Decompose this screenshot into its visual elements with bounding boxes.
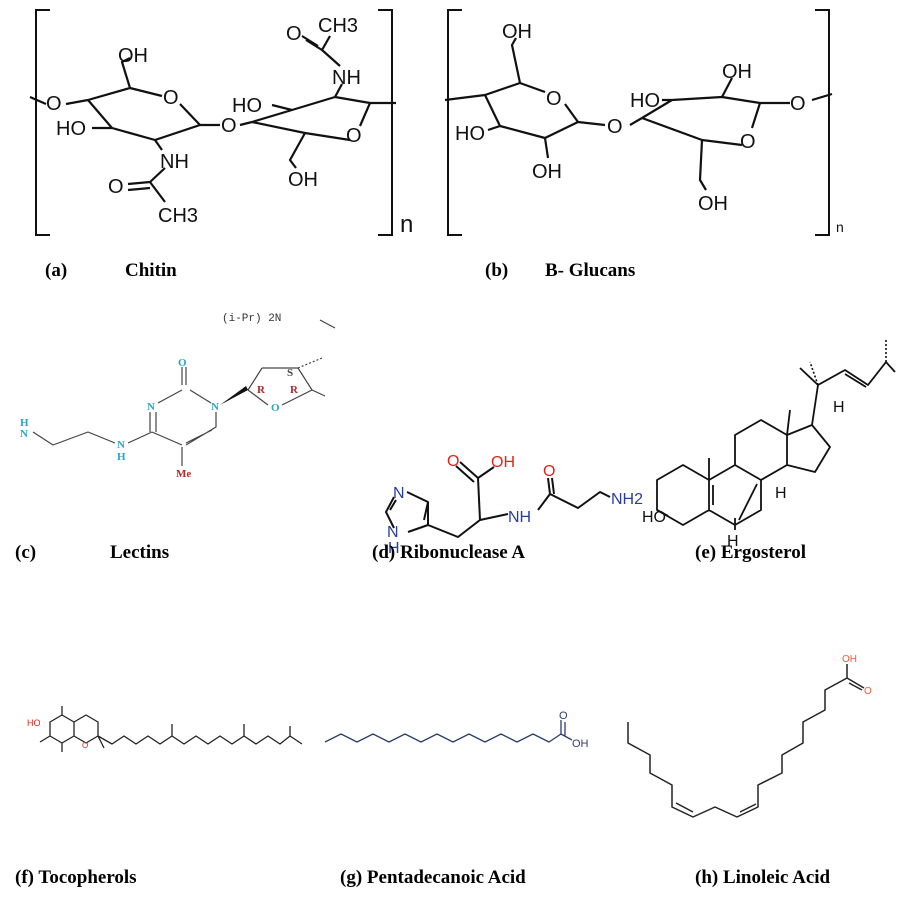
atom-label: OH: [491, 454, 515, 471]
atom-label: N: [20, 428, 28, 440]
atom-label: O: [607, 116, 623, 138]
atom-label: H: [833, 399, 845, 416]
atom-label: O: [559, 710, 568, 722]
atom-label: OH: [288, 169, 318, 191]
repeat-subscript: n: [400, 211, 413, 238]
wedge-bond: [220, 386, 248, 405]
atom-label: OH: [118, 45, 148, 67]
atom-label: OH: [502, 21, 532, 43]
atom-label: OH: [572, 738, 589, 750]
atom-label: O: [447, 453, 459, 470]
caption-letter: (b): [485, 260, 508, 281]
atom-label: O: [740, 131, 756, 153]
linoleic-structure: OH O (h) Linoleic Acid: [627, 654, 872, 888]
chitin-atom-labels: O OH O HO NH O CH3 O HO NH O CH3 O OH n: [46, 15, 413, 238]
atom-label: HO: [455, 123, 485, 145]
atom-label: H: [117, 451, 126, 463]
atom-label: O: [178, 357, 187, 369]
atom-label: HO: [630, 90, 660, 112]
stereo-label: R: [290, 384, 299, 396]
bracket-left: [35, 9, 50, 236]
caption: (d) Ribonuclease A: [372, 542, 525, 563]
atom-label: NH2: [611, 491, 643, 508]
atom-label: O: [546, 88, 562, 110]
atom-label: O: [46, 93, 62, 115]
repeat-subscript: n: [836, 219, 844, 235]
hash-bond: [297, 357, 323, 369]
atom-label: HO: [232, 95, 262, 117]
atom-label: CH3: [318, 15, 358, 37]
atom-label: N: [147, 401, 155, 413]
atom-label: HO: [56, 118, 86, 140]
atom-label: Me: [176, 468, 191, 480]
caption-letter: (c): [15, 542, 36, 563]
atom-label: HO: [27, 718, 41, 728]
atom-label: NH: [160, 151, 189, 173]
atom-label: (i-Pr) 2N: [222, 313, 281, 325]
caption: (e) Ergosterol: [695, 542, 806, 563]
atom-label: H: [20, 417, 29, 429]
atom-label: O: [271, 402, 280, 414]
atom-label: O: [108, 176, 124, 198]
atom-label: H: [727, 533, 739, 550]
caption-letter: (a): [45, 260, 67, 281]
atom-label: OH: [722, 61, 752, 83]
bracket-right: [815, 9, 830, 236]
ergosterol-structure: HO H H H (e) Ergosterol: [642, 338, 896, 563]
chitin-structure: O OH O HO NH O CH3 O HO NH O CH3 O OH n …: [29, 9, 413, 281]
lectins-structure: (i-Pr) 2N O N N Me N H H N R R S O (c) L…: [15, 313, 336, 563]
glucans-atom-labels: O OH HO OH O HO OH O O OH n: [455, 21, 844, 235]
atom-label: N: [387, 524, 399, 541]
atom-label: N: [117, 439, 125, 451]
atom-label: OH: [842, 654, 857, 665]
atom-label: CH3: [158, 205, 198, 227]
atom-label: O: [82, 741, 88, 750]
atom-label: NH: [332, 67, 361, 89]
bracket-right: [378, 9, 393, 236]
atom-label: O: [163, 87, 179, 109]
hash-bond: [809, 361, 819, 386]
glucans-structure: O OH HO OH O HO OH O O OH n (b) B- Gluca…: [444, 9, 844, 281]
caption: (g) Pentadecanoic Acid: [340, 867, 526, 888]
tocopherols-structure: HO O (f) Tocopherols: [15, 706, 303, 888]
caption-name: B- Glucans: [545, 260, 635, 281]
caption: (f) Tocopherols: [15, 867, 137, 888]
atom-label: O: [864, 686, 872, 697]
atom-label: OH: [698, 193, 728, 215]
atom-label: H: [775, 485, 787, 502]
atom-label: O: [543, 463, 555, 480]
bracket-left: [447, 9, 462, 236]
stereo-label: S: [287, 367, 293, 379]
caption-name: Lectins: [110, 542, 169, 563]
atom-label: N: [393, 485, 405, 502]
atom-label: OH: [532, 161, 562, 183]
atom-label: O: [221, 115, 237, 137]
stereo-label: R: [257, 384, 266, 396]
atom-label: O: [346, 125, 362, 147]
pentadecanoic-structure: O OH (g) Pentadecanoic Acid: [324, 710, 589, 888]
atom-label: HO: [642, 509, 666, 526]
atom-label: H: [388, 540, 400, 557]
atom-label: O: [790, 93, 806, 115]
bond: [656, 509, 669, 517]
atom-label: NH: [508, 509, 531, 526]
caption: (h) Linoleic Acid: [695, 867, 831, 888]
atom-label: N: [211, 401, 219, 413]
caption-name: Chitin: [125, 260, 177, 281]
ribonuclease-structure: N N H O OH NH O NH2 (d) Ribonuclease A: [372, 453, 643, 563]
atom-label: O: [286, 23, 302, 45]
